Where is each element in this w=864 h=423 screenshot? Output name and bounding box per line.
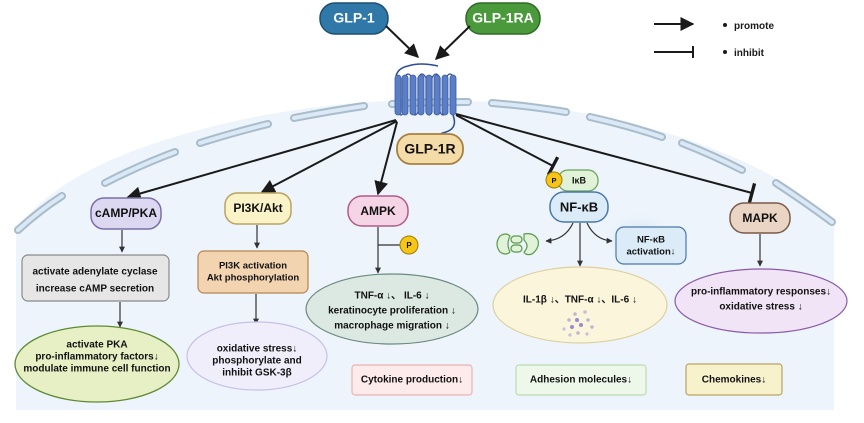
nfkb-activation-line: NF-κB: [637, 235, 665, 246]
ligand-glp1ra: GLP-1RA: [465, 2, 541, 35]
ikb-label: IκB: [572, 175, 587, 185]
legend-inhibit-label: inhibit: [734, 48, 765, 59]
pi3k-label: PI3K/Akt: [233, 201, 282, 215]
pi3k-outcome-ellipse: [186, 321, 328, 391]
nfkb-outcome-line: IL-1β ↓、TNF-α ↓、IL-6 ↓: [523, 295, 637, 306]
glp1r-receptor: [394, 63, 457, 139]
glp1r-label-node: GLP-1R: [396, 133, 464, 165]
inhibit-receptor-to-mapk: [455, 113, 757, 204]
pi3k-step-line: PI3K activation: [219, 261, 287, 272]
pi3k-outcome-line: oxidative stress↓: [217, 344, 298, 355]
nfkb-outcome-ellipse: [492, 266, 668, 344]
arrow-glp1ra-to-receptor: [434, 25, 471, 60]
cytokine-granules: [562, 310, 594, 337]
ligand-glp1-label: GLP-1: [333, 10, 374, 26]
ampk-outcome-line: TNF-α ↓、 IL-6 ↓: [354, 291, 429, 302]
pathway-camp: cAMP/PKA activate adenylate cyclase incr…: [14, 197, 180, 403]
ampk-outcome-line: keratinocyte proliferation ↓: [328, 306, 456, 317]
mapk-outcome-line: oxidative stress ↓: [719, 302, 802, 313]
inhibit-receptor-to-ikb: [455, 114, 560, 176]
ampk-outcome-ellipse: [305, 273, 479, 345]
nfkb-label: NF-κB: [560, 199, 598, 214]
pathway-pi3k: PI3K/Akt PI3K activation Akt phosphoryla…: [186, 192, 328, 391]
cytokine-result-box: [351, 364, 473, 396]
ligand-glp1ra-label: GLP-1RA: [472, 10, 533, 26]
phospho-label: P: [406, 241, 412, 250]
chemokines-result-label: Chemokines↓: [702, 375, 766, 386]
pi3k-step-box: [197, 250, 309, 294]
mapk-outcome-line: pro-inflammatory responses↓: [691, 287, 831, 298]
camp-outcome-ellipse: [14, 325, 180, 403]
glp1r-label: GLP-1R: [404, 141, 455, 157]
camp-node: [90, 197, 162, 230]
legend: promote inhibit: [654, 17, 774, 59]
camp-step-line: activate adenylate cyclase: [32, 267, 158, 278]
camp-step-box: [21, 254, 170, 302]
mapk-node: [729, 202, 791, 234]
nfkb-activation-line: activation↓: [626, 247, 675, 258]
ampk-node: [347, 195, 409, 227]
pi3k-outcome-line: inhibit GSK-3β: [222, 368, 291, 379]
chemokines-result-box: [685, 363, 783, 396]
adhesion-result-label: Adhesion molecules↓: [530, 375, 632, 386]
pathway-nfkb: IκB P NF-κB NF-κB activation↓ IL-1β ↓、TN…: [492, 169, 687, 396]
ikb-complex: IκB P: [545, 169, 599, 192]
camp-outcome-line: modulate immune cell function: [23, 364, 170, 375]
nfkb-activation-box: [615, 226, 687, 265]
arrow-receptor-to-pi3k: [260, 120, 398, 193]
nfkb-node: [549, 191, 609, 223]
pi3k-step-line: Akt phosphorylation: [207, 273, 300, 284]
legend-promote-label: promote: [734, 21, 774, 32]
arrow-glp1-to-receptor: [385, 25, 420, 58]
pathway-mapk: MAPK pro-inflammatory responses↓ oxidati…: [674, 202, 848, 396]
arrow-receptor-to-ampk: [374, 121, 398, 196]
mapk-outcome-ellipse: [674, 268, 848, 334]
phospho-badge-ampk: P: [399, 235, 419, 255]
camp-outcome-line: activate PKA: [66, 340, 127, 351]
ligand-glp1: GLP-1: [319, 2, 389, 35]
camp-label: cAMP/PKA: [95, 206, 157, 220]
camp-step-line: increase cAMP secretion: [36, 284, 154, 295]
cytokine-result-label: Cytokine production↓: [361, 375, 463, 386]
adhesion-result-box: [515, 364, 647, 396]
arrow-receptor-to-camp: [126, 119, 397, 201]
pi3k-outcome-line: phosphorylate and: [212, 356, 301, 367]
cell-membrane: [14, 98, 836, 234]
mapk-label: MAPK: [742, 211, 778, 225]
pi3k-node: [224, 192, 292, 225]
phospho-label: P: [551, 176, 556, 185]
ampk-label: AMPK: [360, 204, 396, 218]
camp-outcome-line: pro-inflammatory factors↓: [35, 352, 158, 363]
organelle-icon: [496, 233, 539, 256]
pathway-ampk: AMPK P TNF-α ↓、 IL-6 ↓ keratinocyte prol…: [305, 195, 479, 396]
ampk-outcome-line: macrophage migration ↓: [334, 321, 450, 332]
